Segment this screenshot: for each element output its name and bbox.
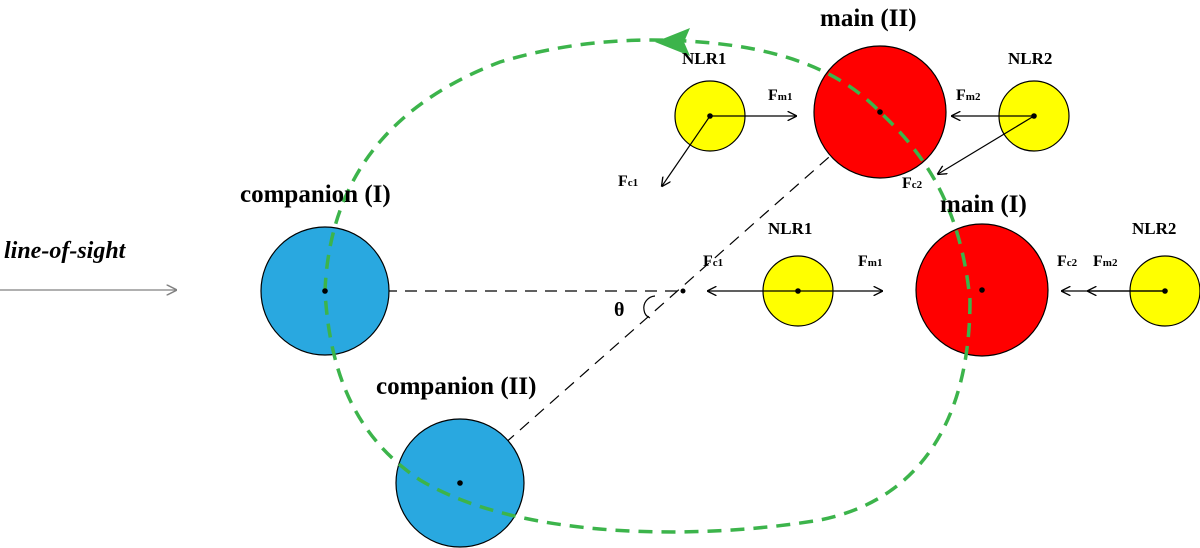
rotated-axis-dashed-line bbox=[459, 111, 881, 484]
force-c1-lower-label: Fc1 bbox=[703, 253, 723, 270]
main-2-center-dot bbox=[877, 109, 883, 115]
orbit-direction-arrowhead bbox=[655, 28, 690, 56]
nlr1-lower-label: NLR1 bbox=[768, 219, 812, 238]
companion-2-label: companion (II) bbox=[376, 373, 536, 400]
force-m1-lower-label: Fm1 bbox=[858, 253, 882, 270]
main-1-center-dot bbox=[979, 287, 985, 293]
force-c1-upper-arrow bbox=[662, 115, 711, 186]
main-2-label: main (II) bbox=[820, 5, 917, 32]
companion-2-center-dot bbox=[457, 480, 463, 486]
main-1-label: main (I) bbox=[940, 191, 1027, 218]
force-c2-lower-label: Fc2 bbox=[1057, 253, 1078, 270]
center-of-mass-dot bbox=[680, 288, 686, 294]
line-of-sight-label: line-of-sight bbox=[4, 238, 127, 264]
theta-angle-arc bbox=[643, 295, 656, 319]
nlr2-lower-label: NLR2 bbox=[1132, 219, 1176, 238]
orbit-path bbox=[323, 38, 972, 534]
force-c1-upper-label: Fc1 bbox=[618, 173, 638, 190]
nlr2-upper-label: NLR2 bbox=[1008, 49, 1052, 68]
force-m1-upper-label: Fm1 bbox=[768, 87, 792, 104]
nlr1-upper-label: NLR1 bbox=[682, 49, 726, 68]
force-c2-upper-label: Fc2 bbox=[902, 175, 923, 192]
force-c2-upper-arrow bbox=[938, 115, 1035, 174]
force-m2-upper-label: Fm2 bbox=[956, 87, 981, 104]
companion-1-center-dot bbox=[322, 288, 328, 294]
companion-1-label: companion (I) bbox=[240, 181, 391, 208]
force-m2-lower-label: Fm2 bbox=[1093, 253, 1118, 270]
theta-label: θ bbox=[614, 299, 624, 321]
